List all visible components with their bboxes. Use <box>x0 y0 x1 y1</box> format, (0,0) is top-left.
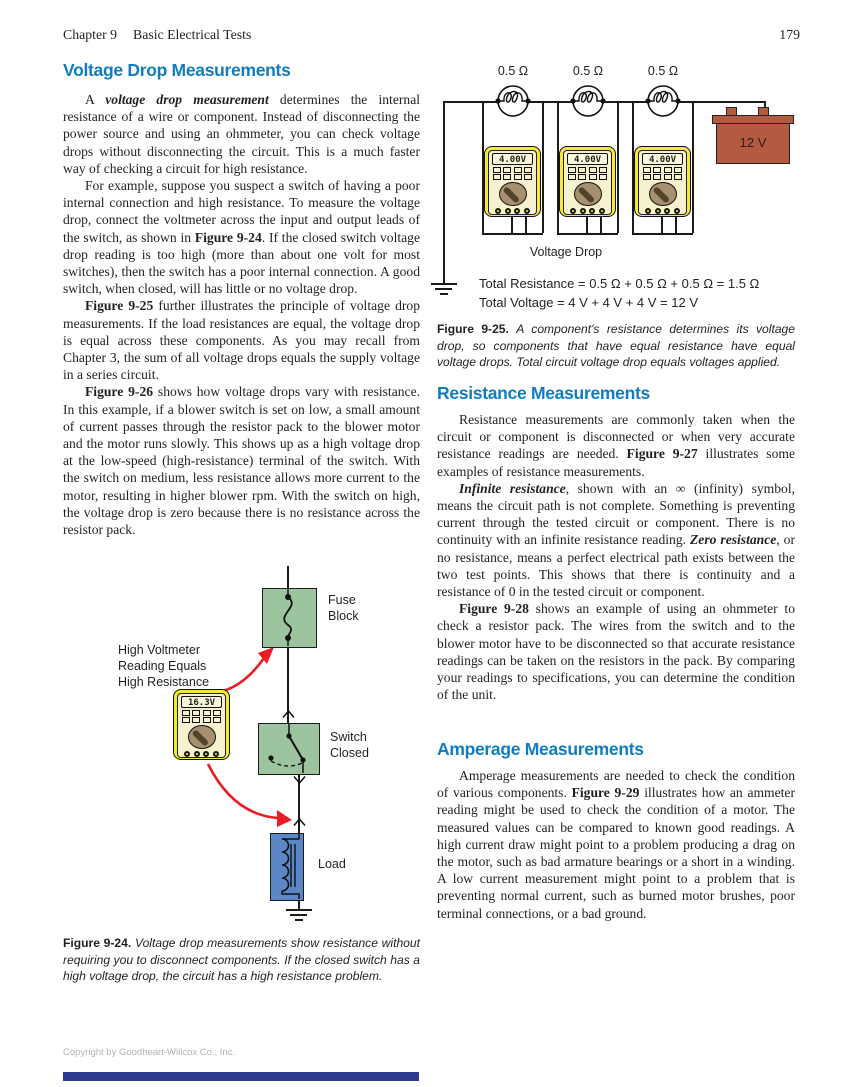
paragraph: Resistance measurements are commonly tak… <box>437 412 795 479</box>
figure-9-25-caption: Figure 9-25. A component's resistance de… <box>437 322 795 369</box>
meter-dial <box>573 181 602 206</box>
resistor-coil-symbol <box>495 85 531 117</box>
paragraph: For example, suppose you suspect a switc… <box>63 178 420 297</box>
section-heading-voltage-drop: Voltage Drop Measurements <box>63 60 291 80</box>
figure-9-24-caption: Figure 9-24. Voltage drop measurements s… <box>63 936 420 983</box>
section-heading-amperage: Amperage Measurements <box>437 739 644 759</box>
multimeter: 16.3V <box>173 689 230 760</box>
paragraph: Figure 9-28 shows an example of using an… <box>437 601 795 703</box>
footer-bar <box>63 1072 419 1081</box>
high-voltmeter-callout: High Voltmeter Reading Equals High Resis… <box>118 643 210 689</box>
paragraph: Figure 9-25 further illustrates the prin… <box>63 298 420 383</box>
red-arrow-to-load-wire <box>206 763 292 827</box>
load-label: Load <box>318 857 346 871</box>
switch-closed-box <box>258 723 320 775</box>
fuse-block-label: Fuse Block <box>328 593 359 623</box>
meter-ports <box>495 208 530 214</box>
meter-dial <box>648 181 677 206</box>
chevron-up-icon <box>282 710 295 718</box>
load-coil-symbol <box>281 834 300 899</box>
chapter-title: Basic Electrical Tests <box>133 27 252 42</box>
meter-display: 16.3V <box>181 696 222 708</box>
multimeter: 4.00V <box>484 146 541 217</box>
voltage-drop-diagram-label: Voltage Drop <box>529 245 603 259</box>
meter-display: 4.00V <box>567 153 608 165</box>
voltage-drop-text: A voltage drop measurement determines th… <box>63 91 420 538</box>
meter-ports <box>184 751 219 757</box>
meter-ports <box>570 208 605 214</box>
figure-9-24-diagram: Fuse Block High Voltmeter Reading Equals… <box>63 560 420 1010</box>
meter-buttons <box>642 167 683 180</box>
total-resistance-equation: Total Resistance = 0.5 Ω + 0.5 Ω + 0.5 Ω… <box>479 276 760 291</box>
meter-dial <box>498 181 527 206</box>
figure-9-25-diagram: 0.5 Ω 0.5 Ω 0.5 Ω 4.00V <box>431 60 797 295</box>
multimeter: 4.00V <box>634 146 691 217</box>
meter-buttons <box>181 710 222 723</box>
meter-display: 4.00V <box>642 153 683 165</box>
fuse-block-box <box>262 588 317 648</box>
meter-buttons <box>567 167 608 180</box>
multimeter: 4.00V <box>559 146 616 217</box>
meter-buttons <box>492 167 533 180</box>
meter-ports <box>645 208 680 214</box>
switch-symbol <box>268 724 306 773</box>
paragraph: Figure 9-26 shows how voltage drops vary… <box>63 384 420 538</box>
resistor-coil-symbol <box>570 85 606 117</box>
load-box <box>270 833 304 901</box>
resistor-label: 0.5 Ω <box>497 64 529 78</box>
section-heading-resistance: Resistance Measurements <box>437 383 650 403</box>
resistor-coil-symbol <box>645 85 681 117</box>
page-header: Chapter 9 Basic Electrical Tests <box>63 27 251 43</box>
chapter-number: Chapter 9 <box>63 27 118 42</box>
resistance-text: Resistance measurements are commonly tak… <box>437 411 795 703</box>
resistor-label: 0.5 Ω <box>572 64 604 78</box>
page-number: 179 <box>779 27 800 42</box>
meter-display: 4.00V <box>492 153 533 165</box>
fuse-symbol <box>283 589 293 646</box>
paragraph: A voltage drop measurement determines th… <box>63 92 420 176</box>
chevron-up-icon <box>293 818 306 826</box>
chevron-down-icon <box>293 776 306 784</box>
copyright-notice: Copyright by Goodheart-Willcox Co., Inc. <box>63 1047 236 1058</box>
meter-dial <box>187 724 216 749</box>
paragraph: Infinite resistance, shown with an ∞ (in… <box>437 480 795 600</box>
resistor-label: 0.5 Ω <box>647 64 679 78</box>
paragraph: Amperage measurements are needed to chec… <box>437 768 795 921</box>
battery: 12 V <box>716 123 790 164</box>
amperage-text: Amperage measurements are needed to chec… <box>437 767 795 922</box>
total-voltage-equation: Total Voltage = 4 V + 4 V + 4 V = 12 V <box>479 295 698 310</box>
switch-closed-label: Switch Closed <box>330 730 369 760</box>
